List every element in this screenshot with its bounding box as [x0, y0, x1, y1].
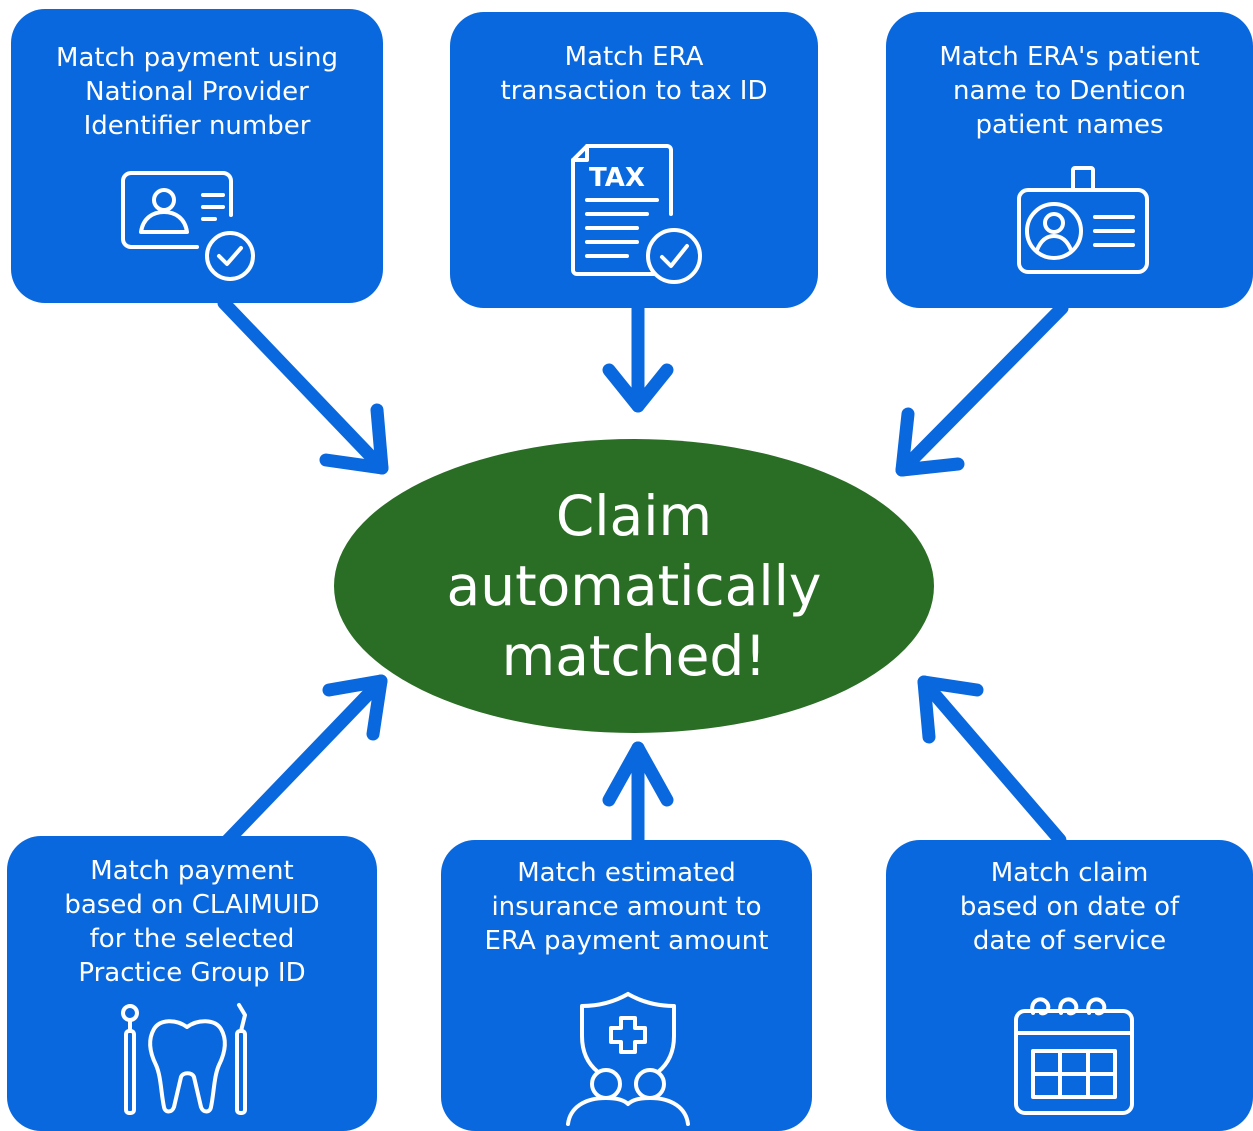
tax-icon-text: TAX: [589, 163, 645, 193]
id-card-check-icon: [121, 171, 255, 281]
step-patient-name-label: Match ERA's patient name to Denticon pat…: [939, 42, 1200, 140]
step-npi-label: Match payment using National Provider Id…: [56, 43, 338, 141]
calendar-icon: [1014, 997, 1134, 1115]
badge-id-icon: [1017, 166, 1149, 274]
step-claimuid-label: Match payment based on CLAIMUID for the …: [64, 856, 320, 988]
step-patient-name-box: Match ERA's patient name to Denticon pat…: [886, 12, 1253, 308]
step-insurance-amount-label: Match estimated insurance amount to ERA …: [484, 858, 769, 956]
step-tax-id-label: Match ERA transaction to tax ID: [500, 42, 768, 106]
tooth-dental-tools-icon: [121, 1003, 247, 1115]
claim-matched-ellipse: Claim automatically matched!: [334, 439, 934, 733]
step-insurance-amount-box: Match estimated insurance amount to ERA …: [441, 840, 812, 1131]
arrow-top-center: [602, 301, 674, 413]
step-claimuid-box: Match payment based on CLAIMUID for the …: [7, 836, 377, 1131]
center-label: Claim automatically matched!: [446, 484, 822, 688]
step-npi-box: Match payment using National Provider Id…: [11, 9, 383, 303]
tax-document-check-icon: TAX: [571, 144, 702, 284]
arrow-bottom-center: [602, 741, 674, 849]
arrow-top-left: [217, 296, 389, 475]
insurance-shield-people-icon: [566, 992, 690, 1126]
arrow-bottom-left: [221, 674, 388, 847]
step-tax-id-box: Match ERA transaction to tax ID TAX: [450, 12, 818, 308]
arrow-top-right: [895, 301, 1069, 477]
step-date-of-service-label: Match claim based on date of date of ser…: [959, 858, 1180, 956]
step-date-of-service-box: Match claim based on date of date of ser…: [886, 840, 1253, 1131]
arrow-bottom-right: [917, 675, 1067, 847]
